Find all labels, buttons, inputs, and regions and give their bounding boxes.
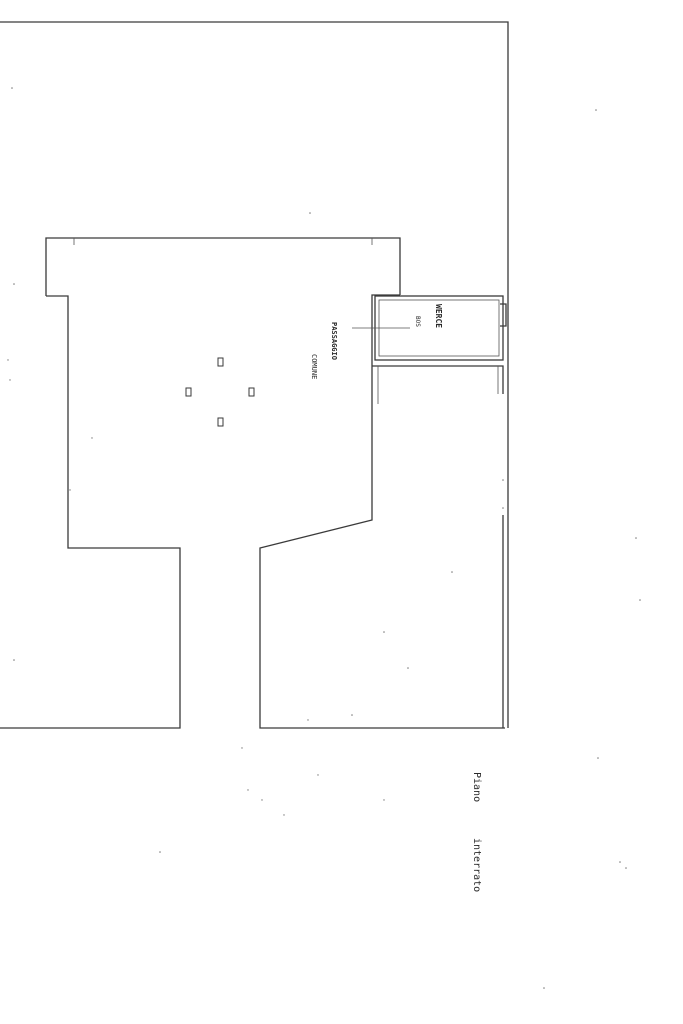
passage-label-line2: COMUNE (310, 354, 318, 379)
pillar-top (217, 357, 224, 367)
main-room-outline (0, 237, 505, 729)
lower-room-top-wall (372, 365, 504, 394)
pillar-bottom (217, 417, 224, 427)
floor-title-line2: interrato (471, 838, 482, 892)
outer-boundary-wall (0, 21, 509, 296)
pillar-right (248, 387, 255, 397)
small-room-door-jamb (500, 303, 507, 327)
pillar-left (185, 387, 192, 397)
small-room-label-line1: WERCE (434, 304, 443, 328)
small-room-label-line2: BOS (414, 316, 421, 327)
scan-specks (7, 87, 641, 989)
passage-label-line1: PASSAGGIO (330, 322, 338, 360)
floor-title-line1: Piano (471, 772, 482, 802)
